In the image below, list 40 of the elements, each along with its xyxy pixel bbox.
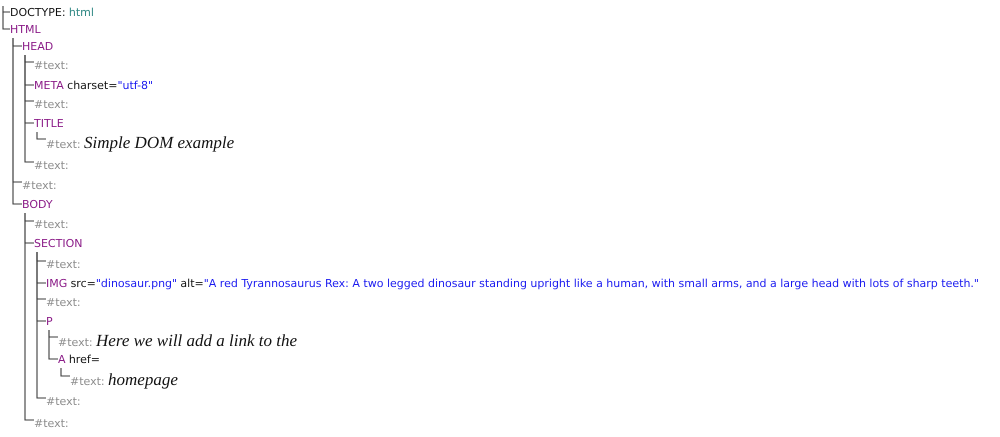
tree-line: [60, 368, 70, 377]
attribute-value: "utf-8": [117, 78, 154, 94]
node-type-label: #text:: [46, 295, 81, 311]
node-type-label: #text:: [46, 394, 81, 410]
attribute-value: "A red Tyrannosaurus Rex: A two legged dinosaur standing upright like a human, with small arms, and a large head with lots of sharp teeth.": [204, 276, 979, 292]
attribute-value: "dinosaur.png": [96, 276, 178, 292]
doctype-value: html: [68, 5, 94, 21]
text-content: Simple DOM example: [84, 134, 234, 152]
node-type-label: #text:: [46, 137, 81, 153]
node-type-label: #text:: [70, 374, 105, 390]
tag-name: META: [34, 78, 64, 94]
text-content: homepage: [108, 371, 178, 389]
doctype-label: DOCTYPE:: [10, 5, 66, 21]
node-type-label: #text:: [34, 97, 69, 113]
tag-name: HEAD: [22, 39, 54, 55]
text-content: Here we will add a link to the: [96, 332, 298, 350]
node-type-label: #text:: [34, 416, 69, 432]
node-type-label: #text:: [22, 178, 57, 194]
tag-name: HTML: [10, 22, 41, 38]
node-type-label: #text:: [34, 217, 69, 233]
tree-line: [24, 55, 34, 163]
attribute-name: alt=: [180, 276, 204, 292]
node-type-label: #text:: [34, 58, 69, 74]
node-type-label: #text:: [58, 335, 93, 351]
node-type-label: #text:: [46, 257, 81, 273]
node-type-label: #text:: [34, 158, 69, 174]
tag-name: IMG: [46, 276, 68, 292]
tree-line: [48, 330, 58, 360]
tree-line: [24, 213, 34, 421]
tree-line: [36, 252, 46, 399]
tag-name: BODY: [22, 197, 53, 213]
tree-line: [2, 11, 10, 30]
tag-name: P: [46, 314, 53, 330]
attribute-name: charset=: [67, 78, 118, 94]
attribute-name: src=: [70, 276, 96, 292]
tag-name: SECTION: [34, 236, 82, 252]
tree-line: [36, 132, 46, 140]
tag-name: A: [58, 352, 66, 368]
tag-name: TITLE: [34, 116, 64, 132]
attribute-name: href=: [68, 352, 100, 368]
